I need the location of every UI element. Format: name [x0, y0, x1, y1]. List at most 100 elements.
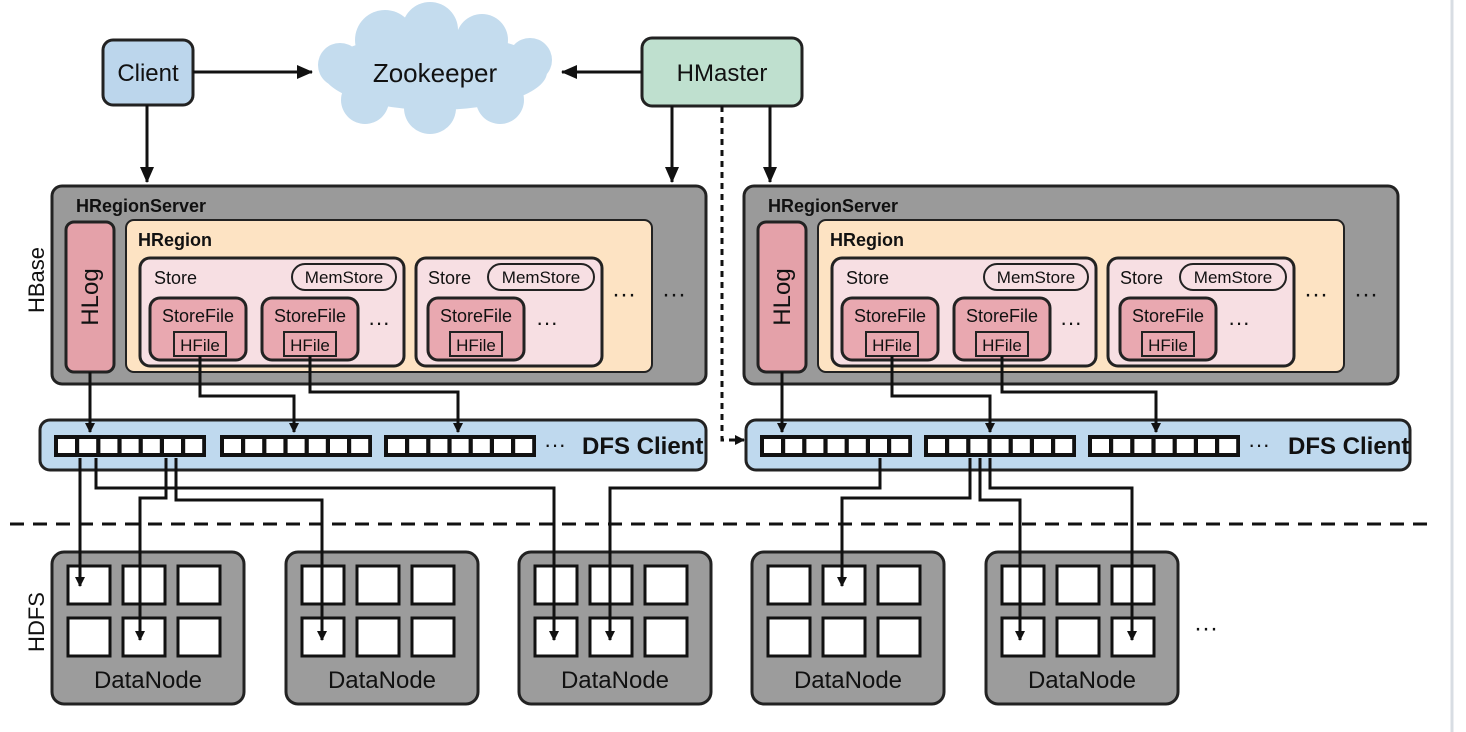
storefile-label: StoreFile: [162, 306, 234, 326]
data-block: [991, 439, 1009, 453]
region-to-dfs-connectors: [85, 356, 1161, 433]
store-label: Store: [428, 268, 471, 288]
block-ellipsis: ···: [544, 432, 566, 457]
datanode-label: DataNode: [1028, 667, 1136, 694]
memstore-label: MemStore: [502, 268, 580, 287]
data-block: [1092, 439, 1109, 453]
data-block: [58, 439, 75, 453]
datanode-block: [643, 616, 689, 658]
dfs-client-right: ··· DFS Client: [744, 418, 1412, 472]
hlog-label: HLog: [77, 268, 104, 325]
data-block: [785, 439, 803, 453]
storefile-left-1a: StoreFile HFile: [148, 296, 248, 362]
data-block: [870, 439, 887, 453]
datanode-block: [66, 564, 112, 606]
block-groups: [54, 435, 536, 457]
datanode: DataNode: [517, 550, 713, 706]
datanode-block: [1055, 616, 1101, 658]
storefile-label: StoreFile: [1132, 306, 1204, 326]
datanode-block: [410, 564, 456, 606]
data-block: [451, 439, 469, 453]
data-block: [764, 439, 781, 453]
block-group: [1088, 435, 1240, 457]
data-block: [245, 439, 263, 453]
datanode-block: [1055, 564, 1101, 606]
datanode-block: [766, 616, 812, 658]
data-block: [928, 439, 945, 453]
datanode-label: DataNode: [794, 667, 902, 694]
data-block: [1134, 439, 1152, 453]
data-block: [827, 439, 845, 453]
data-block: [430, 439, 448, 453]
data-block: [224, 439, 241, 453]
datanode-block: [821, 616, 867, 658]
store-left-2: Store MemStore StoreFile HFile ···: [414, 256, 604, 368]
data-block: [164, 439, 181, 453]
storefile-left-1b: StoreFile HFile: [260, 296, 360, 362]
data-block: [142, 439, 160, 453]
data-block: [330, 439, 347, 453]
block-group: [924, 435, 1076, 457]
store-right-1: Store MemStore StoreFile HFile StoreFile…: [830, 256, 1098, 368]
hfile-label: HFile: [180, 336, 220, 355]
data-block: [1113, 439, 1131, 453]
client-label: Client: [117, 60, 179, 87]
data-block: [1198, 439, 1215, 453]
data-block: [806, 439, 824, 453]
datanode-block: [121, 564, 167, 606]
data-block: [494, 439, 511, 453]
hlog-left: HLog: [64, 220, 116, 374]
storefile-label: StoreFile: [440, 306, 512, 326]
data-block: [515, 439, 533, 453]
datanode-block: [66, 616, 112, 658]
region-ellipsis: ···: [1354, 281, 1378, 308]
data-block: [1055, 439, 1073, 453]
hfile-label: HFile: [872, 336, 912, 355]
datanode-block: [533, 616, 579, 658]
zookeeper-label: Zookeeper: [373, 58, 498, 88]
storefile-ellipsis: ···: [536, 310, 558, 335]
hmaster-node: HMaster: [640, 36, 804, 108]
memstore-label: MemStore: [1194, 268, 1272, 287]
hregion-label: HRegion: [830, 230, 904, 250]
storefile-ellipsis: ···: [1060, 310, 1082, 335]
region-server-right: HRegionServer HLog HRegion ··· ··· Store…: [742, 184, 1400, 386]
data-block: [409, 439, 427, 453]
hregion-label: HRegion: [138, 230, 212, 250]
datanode-block: [643, 564, 689, 606]
storefile-label: StoreFile: [274, 306, 346, 326]
datanode-block: [410, 616, 456, 658]
hfile-label: HFile: [1148, 336, 1188, 355]
datanode: DataNode: [750, 550, 946, 706]
hbase-side-label: HBase: [24, 247, 49, 313]
data-block: [121, 439, 139, 453]
memstore-label: MemStore: [997, 268, 1075, 287]
datanode-label: DataNode: [328, 667, 436, 694]
storefile-label: StoreFile: [966, 306, 1038, 326]
client-node: Client: [101, 38, 195, 107]
region-ellipsis: ···: [662, 281, 686, 308]
memstore-label: MemStore: [305, 268, 383, 287]
data-block: [949, 439, 967, 453]
block-ellipsis: ···: [1248, 432, 1270, 457]
storefile-right-2a: StoreFile HFile: [1118, 296, 1218, 362]
storefile-ellipsis: ···: [1228, 310, 1250, 335]
block-group: [384, 435, 536, 457]
storefile-left-2a: StoreFile HFile: [426, 296, 526, 362]
data-block: [100, 439, 118, 453]
datanode-block: [533, 564, 579, 606]
region-server-label: HRegionServer: [768, 196, 898, 216]
dfs-client-label: DFS Client: [1288, 433, 1409, 460]
datanode-block: [821, 564, 867, 606]
datanode: DataNode: [284, 550, 480, 706]
block-group: [220, 435, 372, 457]
block-group: [54, 435, 206, 457]
storefile-right-1a: StoreFile HFile: [840, 296, 940, 362]
data-block: [1155, 439, 1173, 453]
storefile-right-1b: StoreFile HFile: [952, 296, 1052, 362]
data-block: [1176, 439, 1194, 453]
data-block: [351, 439, 369, 453]
data-block: [472, 439, 490, 453]
dfs-client-left: ··· DFS Client: [38, 418, 708, 472]
